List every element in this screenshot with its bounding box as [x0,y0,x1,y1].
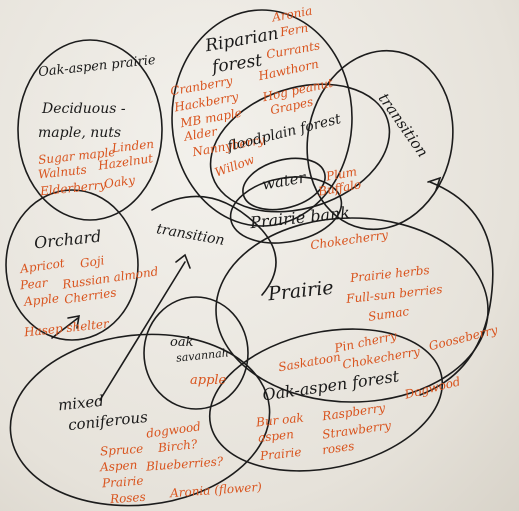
ring-oak-aspen-forest [208,328,444,472]
plant-label: apple [190,373,227,388]
plant-label: Prairie [101,473,144,491]
plant-label: Aspen [99,457,138,475]
ring-oak-savannah [143,296,249,410]
ring-prairie-east [419,181,494,396]
arrow-head-right [427,176,442,191]
ring-mixed-coniferous [9,333,271,507]
plant-label: Spruce [99,441,144,459]
ring-prairie-bank [229,176,343,244]
ring-orchard [5,189,139,341]
plant-label: Goji [79,253,106,271]
ring-riparian [171,9,353,227]
zone-label-oak: oak [170,335,194,350]
plant-label: aspen [257,427,295,445]
arrow-head-center [175,253,191,269]
zone-sub-deciduous: Deciduous - [42,101,126,117]
ring-floodplain [209,83,391,213]
plant-label: Apple [23,291,60,309]
zone-sub-maple-nuts: maple, nuts [38,125,122,141]
ring-transition-right [306,49,454,231]
ring-oak-aspen-prairie [17,39,163,221]
arrow-line-center [99,261,186,401]
ring-prairie [215,217,489,403]
arrow-line-left [51,317,79,339]
arrow-head-left [67,315,80,329]
ring-central-transition [151,195,277,296]
plant-label: Roses [109,489,147,507]
plant-label: Pear [19,275,49,293]
